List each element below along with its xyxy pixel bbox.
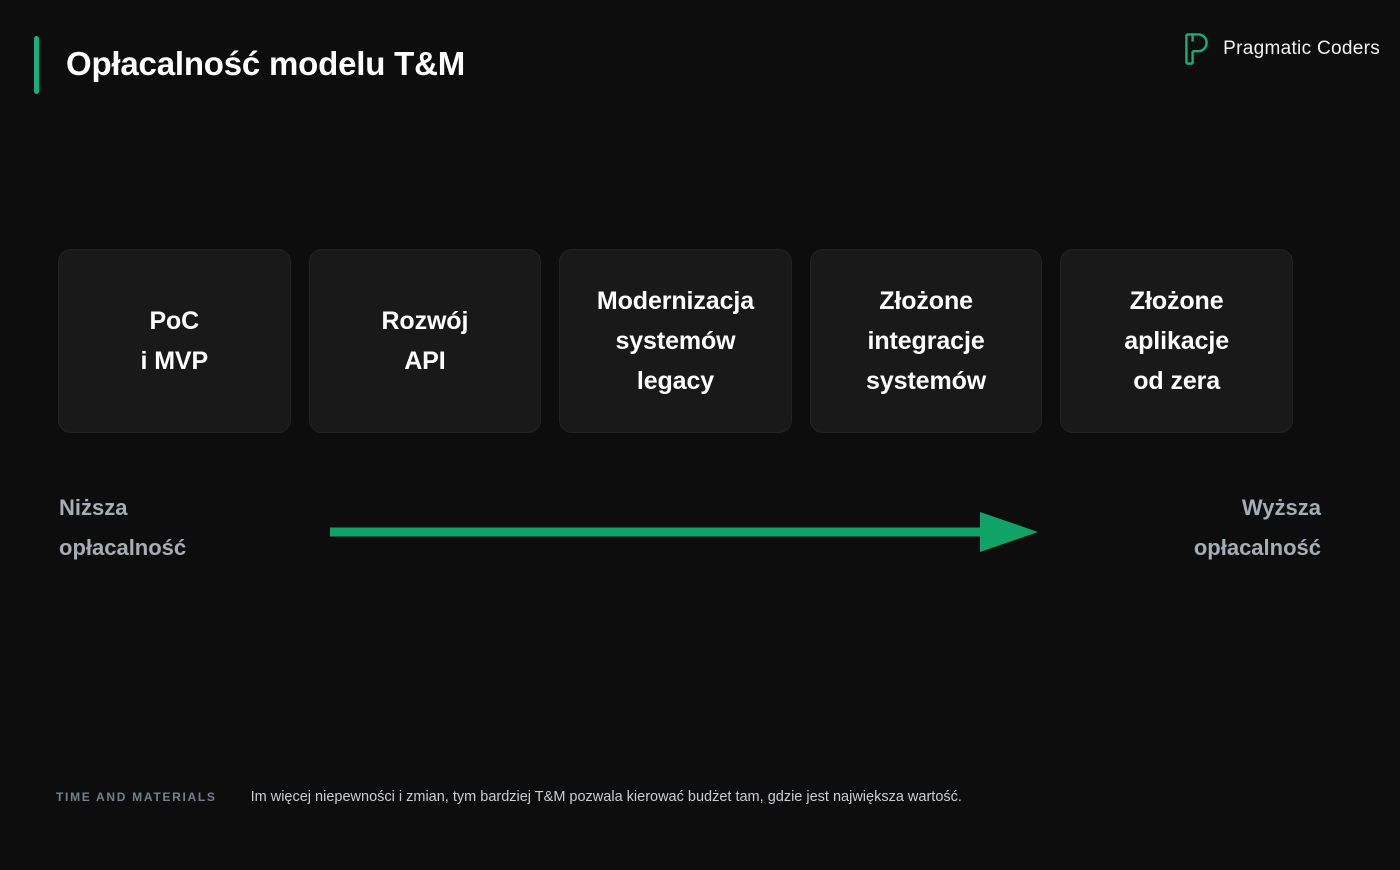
title-block: Opłacalność modelu T&M <box>34 36 465 94</box>
page-title: Opłacalność modelu T&M <box>66 45 465 82</box>
category-cards: PoC i MVP Rozwój API Modernizacja system… <box>58 249 1293 433</box>
category-card-label: Złożone aplikacje od zera <box>1124 287 1230 395</box>
footer-kicker: TIME AND MATERIALS <box>56 790 217 804</box>
right-arrow-icon <box>330 510 1038 554</box>
category-card[interactable]: Złożone aplikacje od zera <box>1060 249 1293 433</box>
scale-label-high: Wyższa opłacalność <box>1193 495 1321 560</box>
accent-bar <box>34 36 39 94</box>
category-card[interactable]: Rozwój API <box>308 249 542 433</box>
category-card-label: Rozwój API <box>381 307 469 375</box>
scale-label-low: Niższa opłacalność <box>59 495 187 560</box>
category-card[interactable]: Złożone integracje systemów <box>809 249 1043 433</box>
brand-logo: Pragmatic Coders <box>1182 32 1380 66</box>
category-card[interactable]: PoC i MVP <box>58 249 291 433</box>
slide-header: Opłacalność modelu T&M Pragmatic Coders <box>0 0 1400 130</box>
brand-name: Pragmatic Coders <box>1223 38 1380 59</box>
footer-note: Im więcej niepewności i zmian, tym bardz… <box>250 789 962 805</box>
category-card[interactable]: Modernizacja systemów legacy <box>559 249 792 433</box>
pragmatic-coders-p-logo-icon <box>1182 32 1212 66</box>
slide-footer: TIME AND MATERIALS Im więcej niepewności… <box>56 789 962 805</box>
category-card-label: Złożone integracje systemów <box>866 287 987 395</box>
profitability-scale: Niższa opłacalność Wyższa opłacalność <box>0 488 1400 574</box>
category-card-label: PoC i MVP <box>140 307 209 375</box>
category-card-label: Modernizacja systemów legacy <box>596 287 755 395</box>
